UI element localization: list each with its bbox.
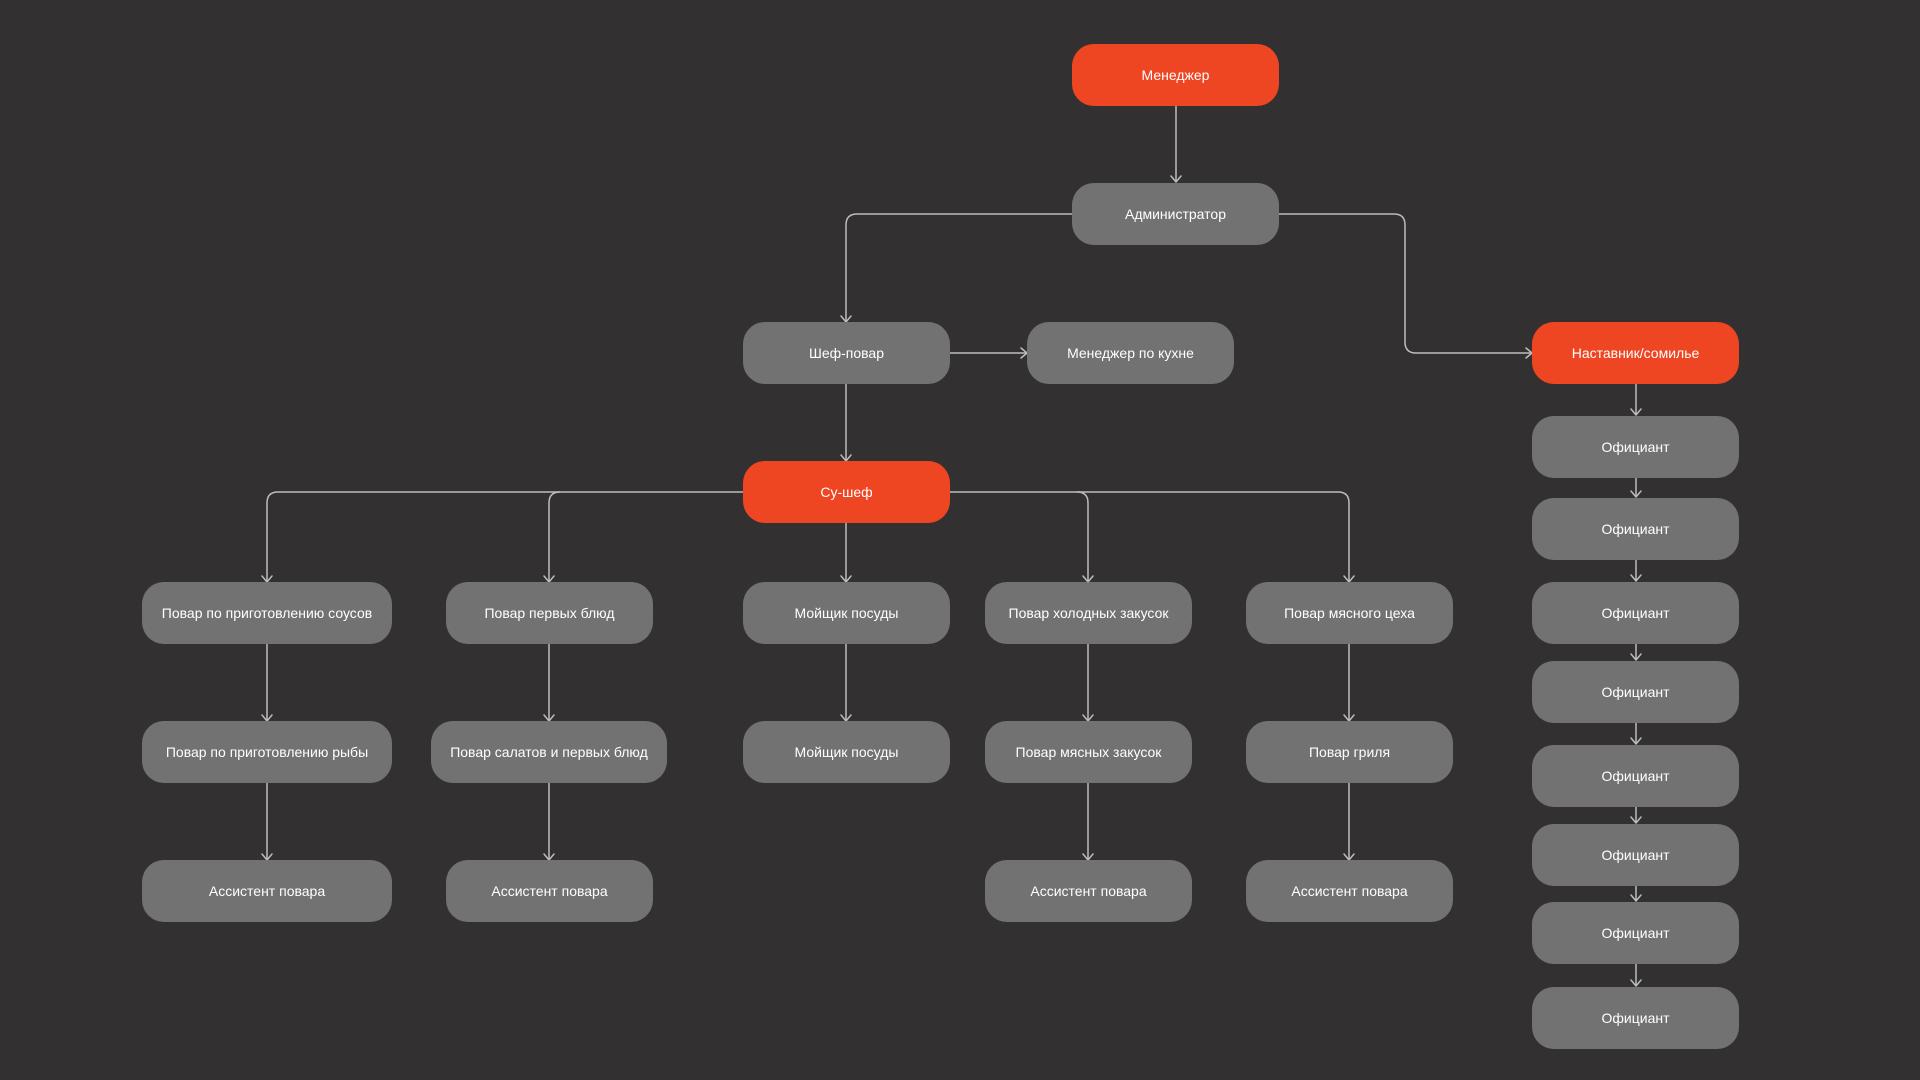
- connector-sous-chef-sauce-cook: [266, 491, 743, 582]
- node-grill-cook: Повар гриля: [1246, 721, 1453, 783]
- node-meat-shop-assistant: Ассистент повара: [1246, 860, 1453, 922]
- node-waiter: Официант: [1532, 498, 1739, 560]
- connector-sous-chef-first-course: [548, 491, 561, 582]
- arrow-head: [1630, 653, 1642, 661]
- node-manager: Менеджер: [1072, 44, 1279, 106]
- connector-sous-chef-meat-shop: [950, 491, 1350, 582]
- node-meat-shop-cook: Повар мясного цеха: [1246, 582, 1453, 644]
- node-first-course-assistant: Ассистент повара: [446, 860, 653, 922]
- arrow-head: [1170, 175, 1182, 183]
- node-fish-cook: Повар по приготовлению рыбы: [142, 721, 392, 783]
- node-sous-chef: Су-шеф: [743, 461, 950, 523]
- arrow-head: [1630, 574, 1642, 582]
- node-meat-snacks-cook: Повар мясных закусок: [985, 721, 1192, 783]
- arrow-head: [1630, 490, 1642, 498]
- node-mentor-sommelier: Наставник/сомилье: [1532, 322, 1739, 384]
- node-waiter: Официант: [1532, 987, 1739, 1049]
- node-administrator: Администратор: [1072, 183, 1279, 245]
- node-salad-cook: Повар салатов и первых блюд: [431, 721, 667, 783]
- arrow-head: [1630, 816, 1642, 824]
- node-waiter: Официант: [1532, 661, 1739, 723]
- connector-sous-chef-cold-snacks: [1076, 491, 1089, 582]
- arrow-head: [1630, 894, 1642, 902]
- node-cold-snacks-assistant: Ассистент повара: [985, 860, 1192, 922]
- node-first-course-cook: Повар первых блюд: [446, 582, 653, 644]
- node-sauce-cook: Повар по приготовлению соусов: [142, 582, 392, 644]
- node-sauce-assistant: Ассистент повара: [142, 860, 392, 922]
- node-waiter: Официант: [1532, 582, 1739, 644]
- node-kitchen-manager: Менеджер по кухне: [1027, 322, 1234, 384]
- node-dishwasher-2: Мойщик посуды: [743, 721, 950, 783]
- connector-administrator-chef: [845, 213, 1072, 322]
- node-chef: Шеф-повар: [743, 322, 950, 384]
- node-dishwasher-1: Мойщик посуды: [743, 582, 950, 644]
- node-waiter: Официант: [1532, 902, 1739, 964]
- arrow-head: [1630, 979, 1642, 987]
- arrow-head: [1630, 408, 1642, 416]
- node-waiter: Официант: [1532, 416, 1739, 478]
- arrow-head: [1630, 737, 1642, 745]
- node-cold-snacks-cook: Повар холодных закусок: [985, 582, 1192, 644]
- connector-administrator-mentor: [1279, 213, 1532, 354]
- node-waiter: Официант: [1532, 824, 1739, 886]
- node-waiter: Официант: [1532, 745, 1739, 807]
